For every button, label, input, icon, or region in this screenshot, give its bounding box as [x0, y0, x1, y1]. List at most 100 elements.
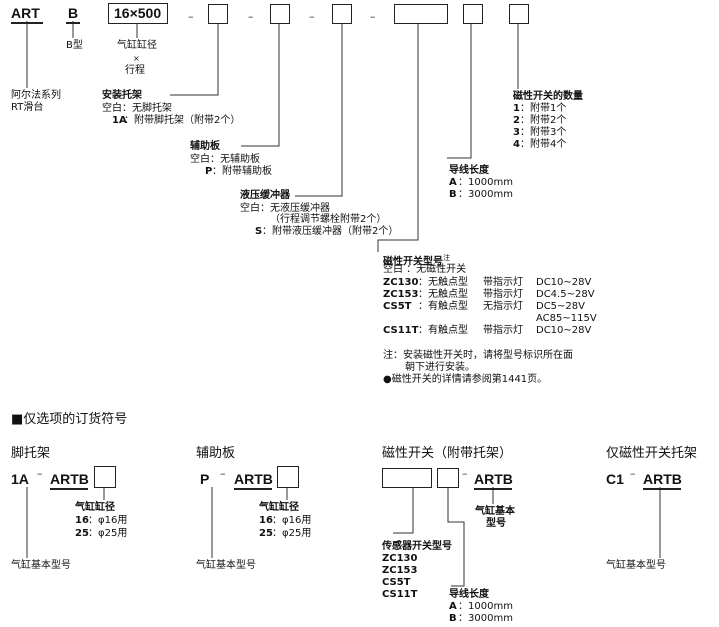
size-desc-1: 气缸缸径 — [117, 40, 157, 51]
dash: – — [462, 467, 468, 480]
size-box[interactable]: 16×500 — [108, 3, 168, 24]
switch-volt: DC5~28V — [536, 301, 585, 312]
aux-title: 辅助板 — [190, 141, 220, 152]
opt-switch-lead-code: B — [449, 613, 457, 624]
switch-code: ZC130 — [383, 277, 419, 288]
switch-lamp: 带指示灯 — [483, 325, 523, 336]
switch-note-2: 朝下进行安装。 — [405, 362, 475, 373]
lead-box[interactable] — [463, 4, 483, 24]
opt-aux-bore-code: 25 — [259, 528, 273, 539]
opt-switch-lead-code: A — [449, 601, 457, 612]
opt-bracket-base: ARTB — [643, 471, 682, 487]
opt-foot-base: ARTB — [50, 471, 89, 487]
switch-note-1: 注：安装磁性开关时，请将型号标识所在面 — [383, 350, 573, 361]
switch-volt: DC10~28V — [536, 325, 592, 336]
switch-volt: AC85~115V — [536, 313, 597, 324]
opt-bracket-prefix: C1 — [606, 471, 624, 487]
switch-volt: DC4.5~28V — [536, 289, 595, 300]
lead-a-code: A — [449, 177, 457, 188]
switch-box[interactable] — [394, 4, 448, 24]
lead-b-code: B — [449, 189, 457, 200]
dash: – — [188, 10, 194, 23]
type-desc: B型 — [66, 40, 83, 51]
switch-lamp: 带指示灯 — [483, 289, 523, 300]
opt-switch-base-label-2: 型号 — [486, 518, 506, 529]
opt-switch-sensor-title: 传感器开关型号 — [382, 541, 452, 552]
opt-switch-lead-box[interactable] — [437, 468, 459, 488]
opt-foot-prefix: 1A — [11, 471, 29, 487]
qty-text: ：附带4个 — [520, 139, 567, 150]
qty-text: ：附带2个 — [520, 115, 567, 126]
switch-contact: ：有触点型 — [418, 325, 468, 336]
qty-title: 磁性开关的数量 — [513, 91, 583, 102]
opt-switch-sensor: CS11T — [382, 589, 418, 600]
lead-b-text: ：3000mm — [458, 189, 513, 200]
mount-blank: 空白：无脚托架 — [102, 103, 172, 114]
opt-switch-title: 磁性开关（附带托架） — [382, 446, 513, 461]
mount-title: 安装托架 — [102, 90, 142, 101]
opt-switch-base: ARTB — [474, 471, 513, 487]
opt-switch-sensor: ZC130 — [382, 553, 418, 564]
opt-foot-bore-text: ：φ16用 — [88, 515, 128, 526]
opt-bracket-title: 仅磁性开关托架 — [606, 446, 698, 461]
lead-title: 导线长度 — [449, 165, 489, 176]
qty-text: ：附带1个 — [520, 103, 567, 114]
mount-opt-code: 1A — [112, 115, 127, 126]
dash: – — [370, 10, 376, 23]
qty-box[interactable] — [509, 4, 529, 24]
opt-switch-lead-text: ：1000mm — [458, 601, 513, 612]
size-desc-3: 行程 — [125, 65, 145, 76]
qty-text: ：附带3个 — [520, 127, 567, 138]
opt-switch-sensor-box[interactable] — [382, 468, 432, 488]
switch-lamp: 无指示灯 — [483, 301, 523, 312]
opt-switch-underline — [474, 488, 512, 490]
qty-code: 3 — [513, 127, 520, 138]
opt-aux-bore-text: ：φ16用 — [272, 515, 312, 526]
opt-foot-bore-code: 16 — [75, 515, 89, 526]
buffer-box[interactable] — [332, 4, 352, 24]
buffer-blank: 空白：无液压缓冲器 — [240, 203, 330, 214]
opt-foot-underline — [50, 488, 88, 490]
switch-contact: ：有触点型 — [418, 301, 468, 312]
opt-switch-lead-title: 导线长度 — [449, 589, 489, 600]
switch-contact: ：无触点型 — [418, 277, 468, 288]
opt-aux-bore-text: ：φ25用 — [272, 528, 312, 539]
opt-aux-prefix: P — [200, 471, 210, 487]
switch-title: 磁性开关型号注 — [383, 254, 450, 268]
opt-bracket-base-label: 气缸基本型号 — [606, 560, 666, 571]
switch-volt: DC10~28V — [536, 277, 592, 288]
size-desc-2: × — [133, 54, 140, 63]
switch-lamp: 带指示灯 — [483, 277, 523, 288]
aux-opt-code: P — [205, 166, 213, 177]
switch-code: CS11T — [383, 325, 419, 336]
mount-box[interactable] — [208, 4, 228, 24]
opt-aux-bore-title: 气缸缸径 — [259, 502, 299, 513]
opt-switch-lead-text: ：3000mm — [458, 613, 513, 624]
opt-aux-base-label: 气缸基本型号 — [196, 560, 256, 571]
opt-aux-box[interactable] — [277, 466, 299, 488]
opt-foot-bore-text: ：φ25用 — [88, 528, 128, 539]
opt-foot-title: 脚托架 — [11, 446, 51, 461]
series-desc-2: RT滑台 — [11, 102, 44, 113]
qty-code: 1 — [513, 103, 520, 114]
dash: – — [248, 10, 254, 23]
opt-switch-sensor: CS5T — [382, 577, 411, 588]
switch-blank: 空白 ：无磁性开关 — [383, 264, 467, 275]
opt-foot-box[interactable] — [94, 466, 116, 488]
type-code: B — [68, 5, 79, 21]
opt-aux-bore-code: 16 — [259, 515, 273, 526]
dash: – — [630, 467, 636, 480]
series-underline — [11, 22, 43, 24]
switch-code: CS5T — [383, 301, 412, 312]
opt-switch-base-label-1: 气缸基本 — [475, 506, 515, 517]
buffer-title: 液压缓冲器 — [240, 190, 290, 201]
qty-code: 2 — [513, 115, 520, 126]
qty-code: 4 — [513, 139, 520, 150]
buffer-opt-text: ：附带液压缓冲器（附带2个） — [262, 226, 399, 237]
aux-opt-text: ：附带辅助板 — [212, 166, 272, 177]
opt-foot-bore-title: 气缸缸径 — [75, 502, 115, 513]
dash: – — [220, 467, 226, 480]
lead-a-text: ：1000mm — [458, 177, 513, 188]
aux-box[interactable] — [270, 4, 290, 24]
opt-aux-title: 辅助板 — [196, 446, 236, 461]
